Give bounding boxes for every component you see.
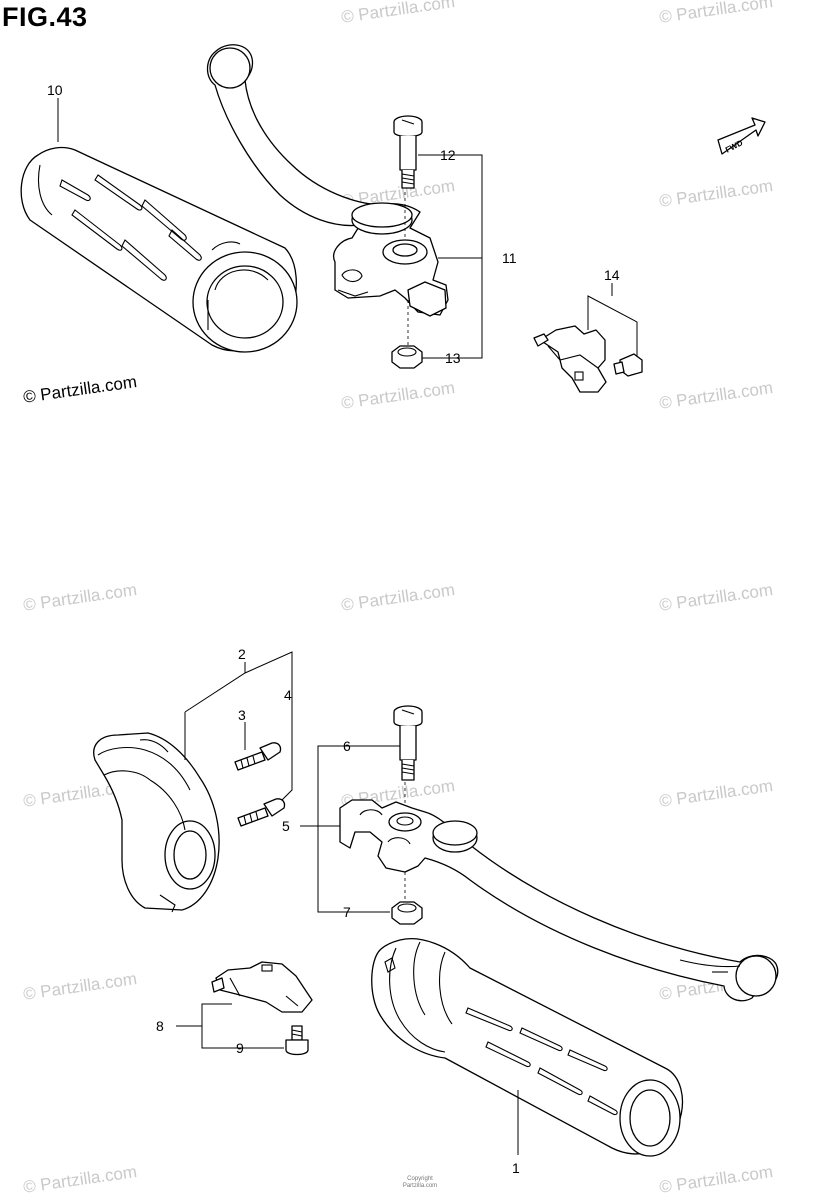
callout-11: 11 [502,250,517,266]
callout-9: 9 [236,1040,244,1056]
callout-2: 2 [238,646,246,662]
callout-12: 12 [440,147,456,163]
callout-13: 13 [445,350,461,366]
clutch-lever [206,44,449,317]
screw-4 [237,798,286,827]
pivot-bolt-12 [393,115,423,189]
screw-9 [285,1025,309,1056]
callout-3: 3 [238,707,246,723]
footer-line: Copyright [407,1176,433,1182]
figure-title: FIG.43 [2,2,88,32]
nut-13 [391,345,423,369]
callout-8: 8 [156,1018,164,1034]
callout-7: 7 [343,904,351,920]
footer-copyright: Copyright Partzilla.com [350,1176,490,1190]
footer-line: Partzilla.com [402,1183,438,1189]
callout-5: 5 [282,818,290,834]
callout-4: 4 [284,687,292,703]
screw-3 [234,742,282,771]
pivot-bolt-6 [393,705,423,781]
brake-switch [211,961,313,1013]
callout-14: 14 [604,267,620,283]
grip-right [371,938,684,1157]
throttle-housing [93,732,220,913]
callout-10: 10 [47,82,63,98]
nut-7 [391,901,423,925]
brake-lever [339,799,779,1002]
callout-6: 6 [343,738,351,754]
fwd-arrow-icon: FWD [717,117,766,155]
callout-1: 1 [512,1160,520,1176]
clutch-switch [533,325,643,393]
grip-left [20,146,298,353]
